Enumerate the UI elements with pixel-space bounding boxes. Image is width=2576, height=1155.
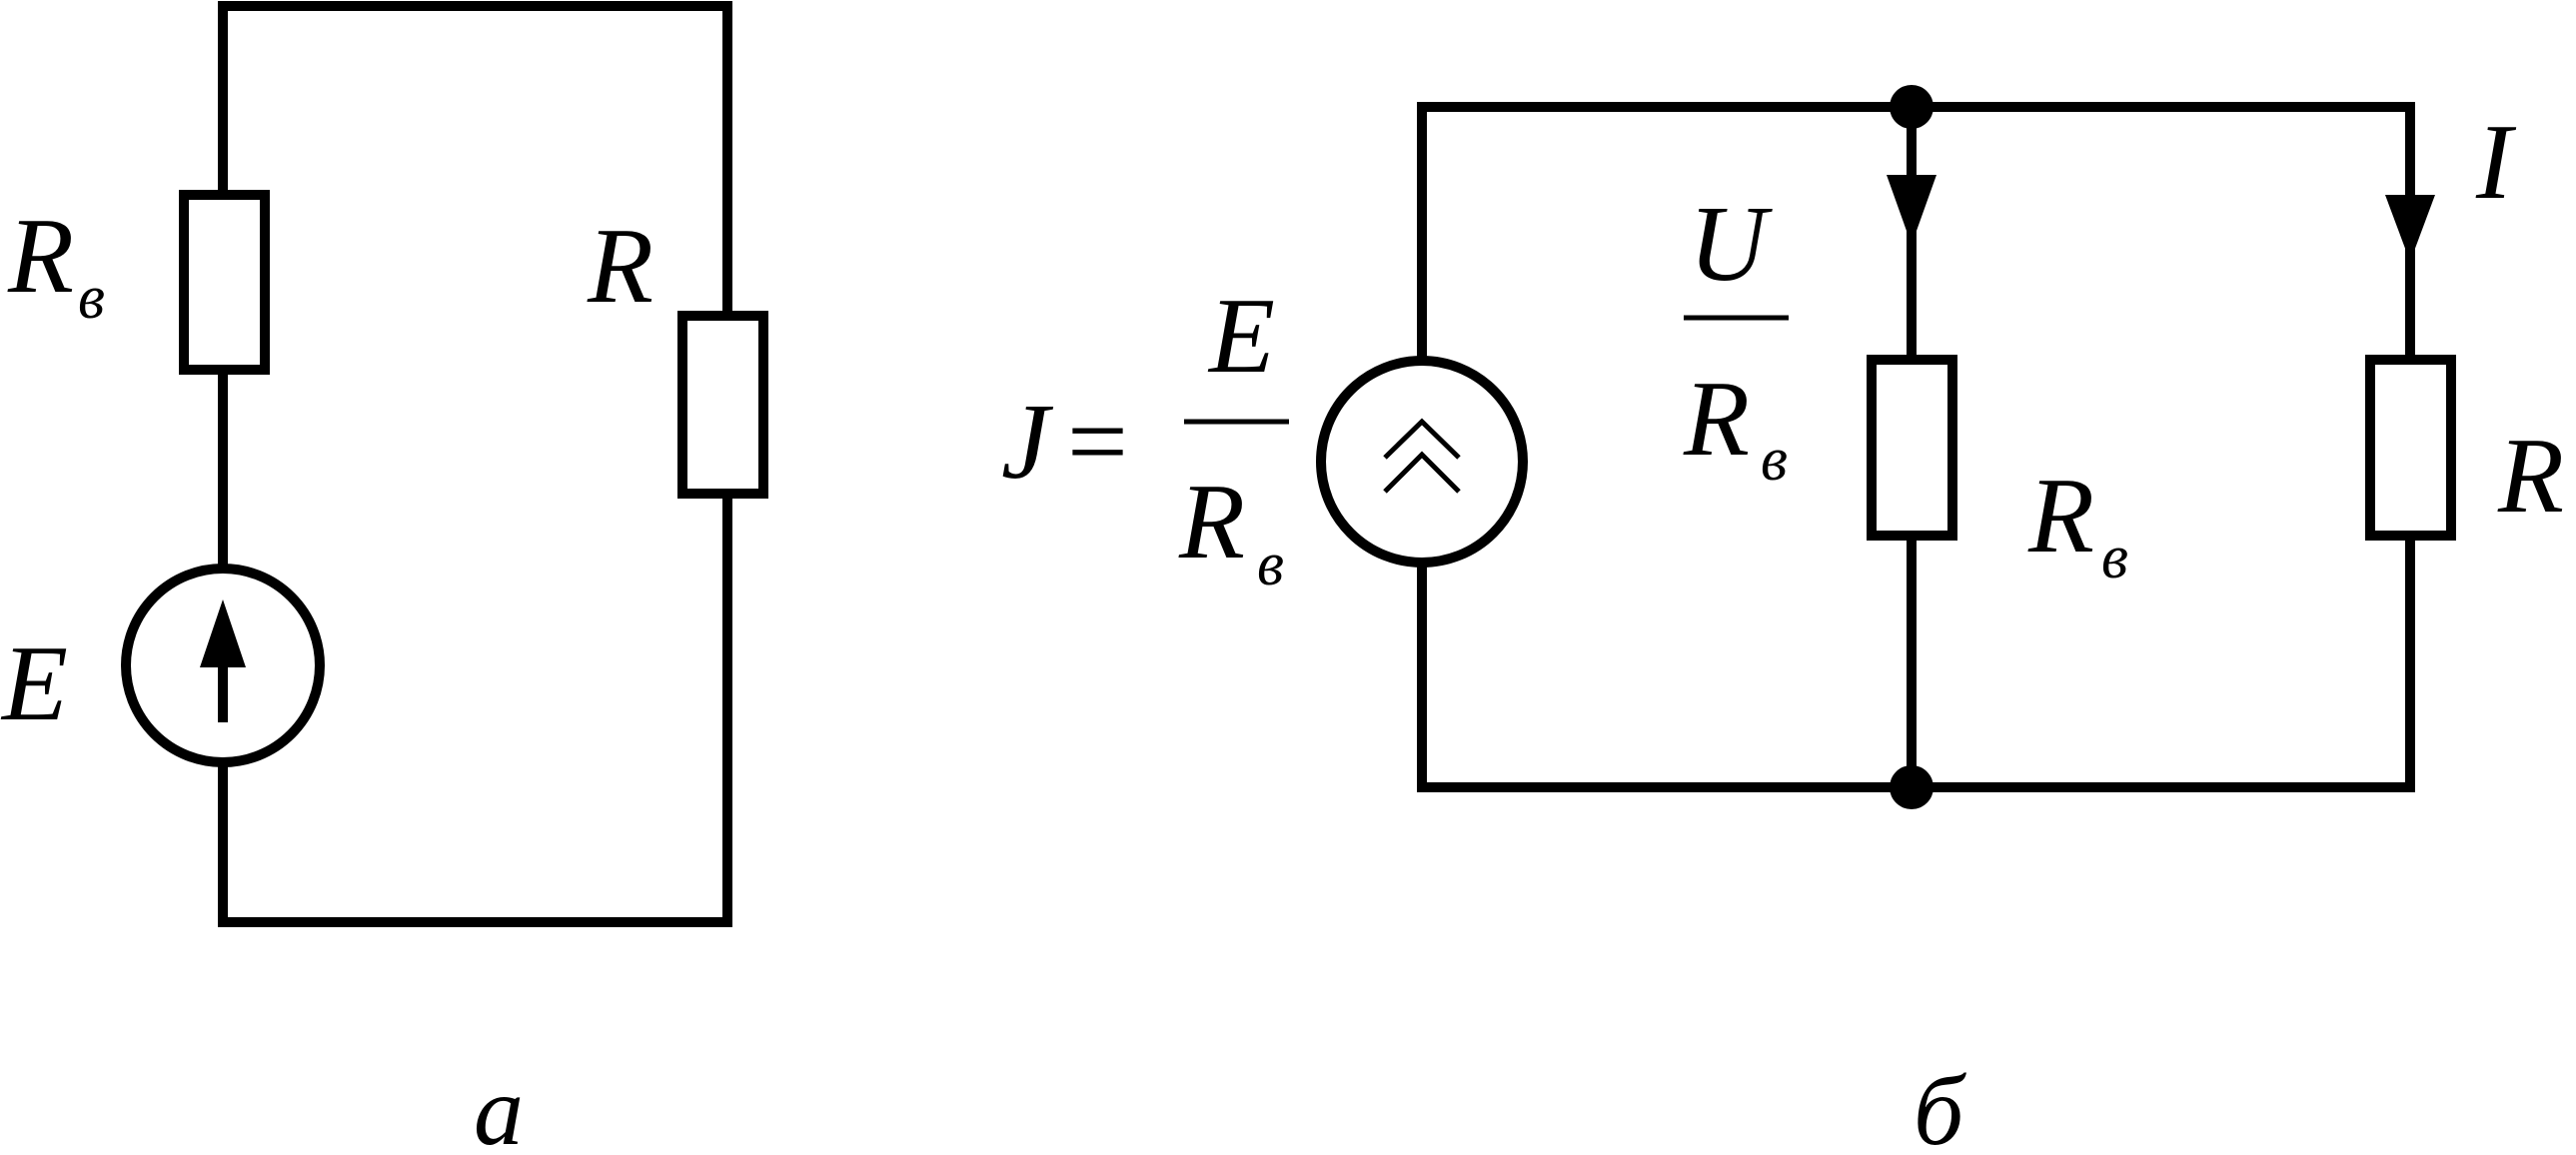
- circuit-b-load-current-label: I: [2475, 103, 2517, 222]
- circuit-a-internal-resistor-subscript: в: [78, 264, 105, 332]
- circuit-b-load-resistor-label: R: [2497, 417, 2564, 536]
- circuit-b-middle-current-arrow: [1887, 175, 1936, 245]
- circuit-a-internal-resistor-label: R: [7, 197, 74, 316]
- circuit-b-source-chevron-lower: [1383, 451, 1461, 494]
- circuit-b-internal-resistor-label: R: [2027, 457, 2094, 576]
- circuit-a-top-wire: [218, 1, 732, 321]
- circuit-b: J = E R в U R в R в I R б: [1001, 85, 2564, 1155]
- circuit-a-wires: [218, 1, 732, 927]
- circuit-b-source-denominator: R: [1178, 463, 1245, 581]
- circuit-a-source-arrow-head: [200, 599, 246, 667]
- circuit-b-current-source-symbol: J: [1001, 383, 1054, 502]
- circuit-a-internal-resistor: [179, 190, 270, 375]
- circuit-b-equals-sign: =: [1067, 383, 1128, 502]
- circuit-b-internal-resistor-subscript: в: [2101, 524, 2128, 591]
- circuit-b-top-node: [1890, 85, 1933, 129]
- circuit-b-internal-resistor: [1867, 355, 1957, 541]
- circuit-b-branch-current-numerator: U: [1689, 185, 1773, 304]
- circuit-a-bottom-wire: [218, 489, 732, 927]
- circuit-b-source-denominator-subscript: в: [1257, 531, 1284, 598]
- circuit-b-load-resistor: [2365, 355, 2456, 541]
- circuit-b-bottom-node: [1890, 765, 1933, 809]
- circuit-a-load-resistor-label: R: [587, 207, 653, 326]
- circuit-a: R в R E а: [0, 1, 768, 1155]
- circuit-b-current-source: [1316, 356, 1528, 568]
- circuit-a-voltage-source-label: E: [0, 624, 68, 743]
- circuit-b-source-numerator: E: [1207, 277, 1275, 396]
- circuit-b-caption: б: [1914, 1055, 1966, 1155]
- circuit-b-branch-current-denominator: R: [1683, 360, 1750, 479]
- circuit-a-load-resistor: [677, 311, 768, 499]
- circuit-b-load-current-arrow: [2385, 195, 2435, 262]
- circuit-b-branch-current-denominator-subscript: в: [1761, 426, 1788, 494]
- circuit-b-source-chevron-upper: [1383, 418, 1461, 460]
- circuit-a-caption: а: [474, 1055, 524, 1155]
